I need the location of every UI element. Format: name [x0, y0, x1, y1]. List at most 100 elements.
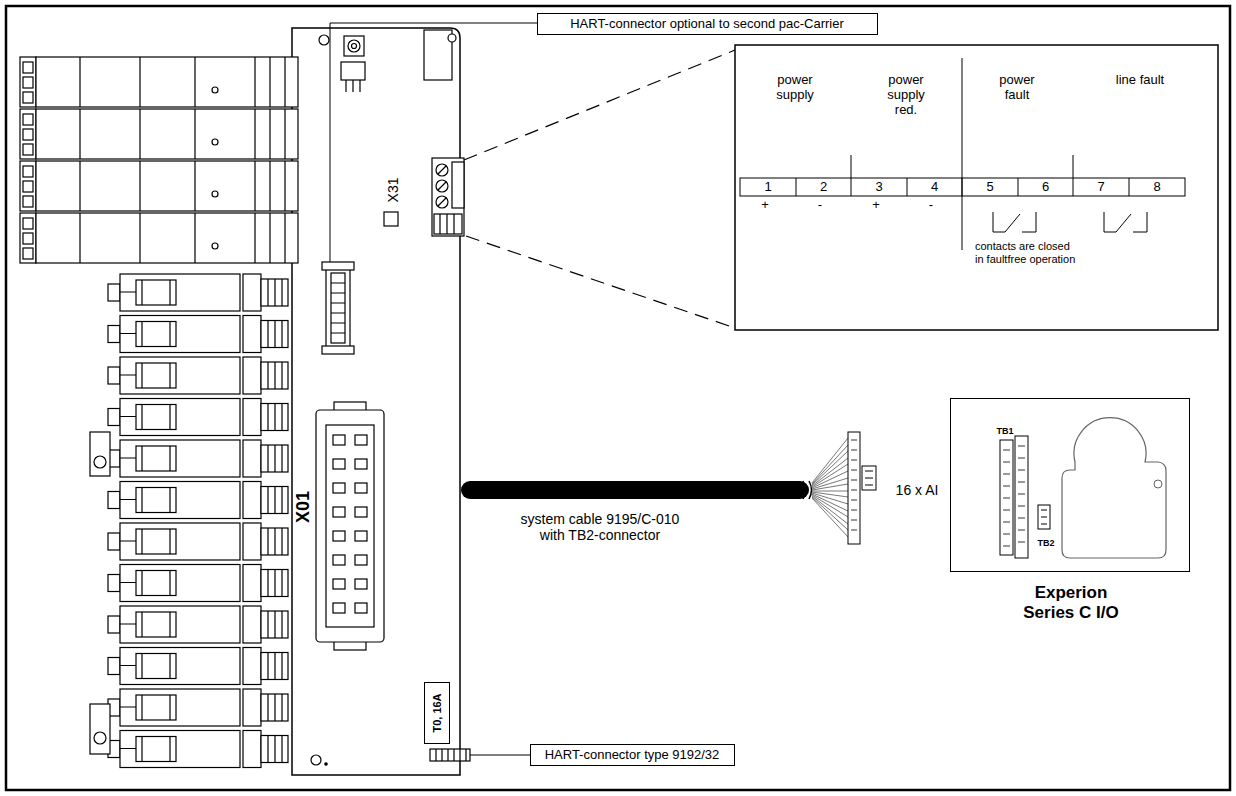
polarity-sign: - — [818, 198, 822, 213]
x01-pin — [355, 603, 367, 613]
terminal-group: power fault — [989, 73, 1045, 103]
callout-box: HART-connector optional to second pac-Ca… — [537, 13, 878, 35]
hart-connector — [331, 273, 345, 343]
ribbon-connector-pins — [851, 440, 857, 530]
relay-module — [20, 213, 298, 263]
tb1-strip — [1000, 440, 1013, 555]
hart-connector — [326, 266, 350, 350]
tb1-terminals — [1003, 446, 1025, 546]
cable-break — [803, 481, 812, 499]
fuse-rating: T0, 16A — [430, 693, 443, 732]
relay-module — [20, 161, 298, 211]
hart-connector-latch — [322, 346, 354, 354]
terminal-block — [108, 565, 288, 602]
relay-contact-symbol — [993, 212, 1147, 232]
terminal-number: 4 — [931, 180, 938, 195]
terminal-block — [108, 689, 288, 726]
terminal-number: 8 — [1153, 180, 1160, 195]
x01-pin — [333, 579, 345, 589]
group-separator — [851, 58, 1073, 250]
x01-pin — [333, 555, 345, 565]
x31-connector — [432, 158, 464, 236]
terminal-block — [108, 316, 288, 353]
x01-pin — [355, 435, 367, 445]
terminal-number: 1 — [764, 180, 771, 195]
tb2-block — [1038, 505, 1050, 529]
terminal-number: 2 — [820, 180, 827, 195]
terminal-block — [108, 523, 288, 560]
zoom-box — [735, 45, 1218, 330]
terminal-block — [108, 482, 288, 519]
terminal-name: TB1 — [996, 426, 1013, 436]
x01-pin — [355, 507, 367, 517]
dot — [325, 763, 327, 765]
x01-pin — [333, 435, 345, 445]
terminal-number: 5 — [986, 180, 993, 195]
tb2-plug — [862, 466, 876, 490]
callout-box: HART-connector type 9192/32 — [530, 744, 735, 766]
terminal-block — [108, 606, 288, 643]
x01-pin — [355, 579, 367, 589]
x31-connector — [452, 162, 464, 208]
module-name: Experion Series C I/O — [1015, 583, 1127, 622]
terminal-group: line fault — [1116, 73, 1164, 88]
io-module-box: TB1TB2Experion Series C I/O — [950, 398, 1190, 572]
mounting-foot — [90, 432, 110, 476]
tb2-block-pins — [1041, 510, 1047, 524]
terminal-block — [108, 274, 288, 311]
cable-label: system cable 9195/C-010 with TB2-connect… — [514, 511, 686, 543]
board-outline — [292, 28, 460, 775]
relay-module — [20, 109, 298, 159]
component-pins — [346, 80, 360, 92]
component — [384, 212, 398, 226]
x01-pin — [333, 531, 345, 541]
x01-connector — [316, 410, 384, 642]
trimmer — [344, 36, 364, 56]
terminal-number: 3 — [875, 180, 882, 195]
hart-connector-9192 — [430, 749, 470, 761]
screw-slot — [438, 166, 446, 206]
mounting-hole — [448, 34, 456, 42]
terminal-block — [108, 399, 288, 436]
x01-pin — [333, 483, 345, 493]
fuse-box: T0, 16A — [424, 682, 450, 744]
polarity-sign: - — [929, 198, 933, 213]
x31-connector — [434, 214, 462, 234]
connector-name: X01 — [293, 491, 314, 523]
tb2-plug-pins — [865, 471, 873, 485]
ribbon-connector — [848, 432, 860, 544]
hart-connector-latch — [322, 262, 354, 270]
x01-pin — [355, 483, 367, 493]
hart-connector-pins — [331, 283, 345, 333]
note: contacts are closed in faultfree operati… — [975, 240, 1081, 265]
x01-pin — [333, 507, 345, 517]
ribbon-wires — [812, 438, 848, 537]
frame — [6, 6, 1230, 790]
terminal-number: 6 — [1042, 180, 1049, 195]
x31-pins — [440, 214, 454, 234]
terminal-group: power supply — [767, 73, 823, 103]
x01-pin — [333, 603, 345, 613]
x01-pin — [355, 531, 367, 541]
polarity-sign: + — [872, 198, 880, 213]
terminal-name: TB2 — [1037, 538, 1054, 548]
signal-count: 16 x AI — [896, 482, 939, 498]
terminal-group: power supply red. — [878, 73, 934, 118]
leader-line — [470, 755, 530, 756]
terminal-block — [108, 440, 288, 477]
terminal-block — [108, 731, 288, 768]
component — [341, 62, 365, 80]
mounting-hole — [94, 732, 106, 744]
x01-pin — [355, 555, 367, 565]
terminal-block — [108, 648, 288, 685]
zoom-line — [464, 50, 735, 328]
terminal-block — [108, 357, 288, 394]
polarity-sign: + — [761, 198, 769, 213]
callout-text: HART-connector optional to second pac-Ca… — [570, 16, 844, 31]
terminal-number: 7 — [1097, 180, 1104, 195]
hart-connector-pins — [436, 749, 466, 761]
relay-module — [20, 57, 298, 107]
mounting-foot — [90, 704, 110, 754]
x01-pin — [355, 459, 367, 469]
